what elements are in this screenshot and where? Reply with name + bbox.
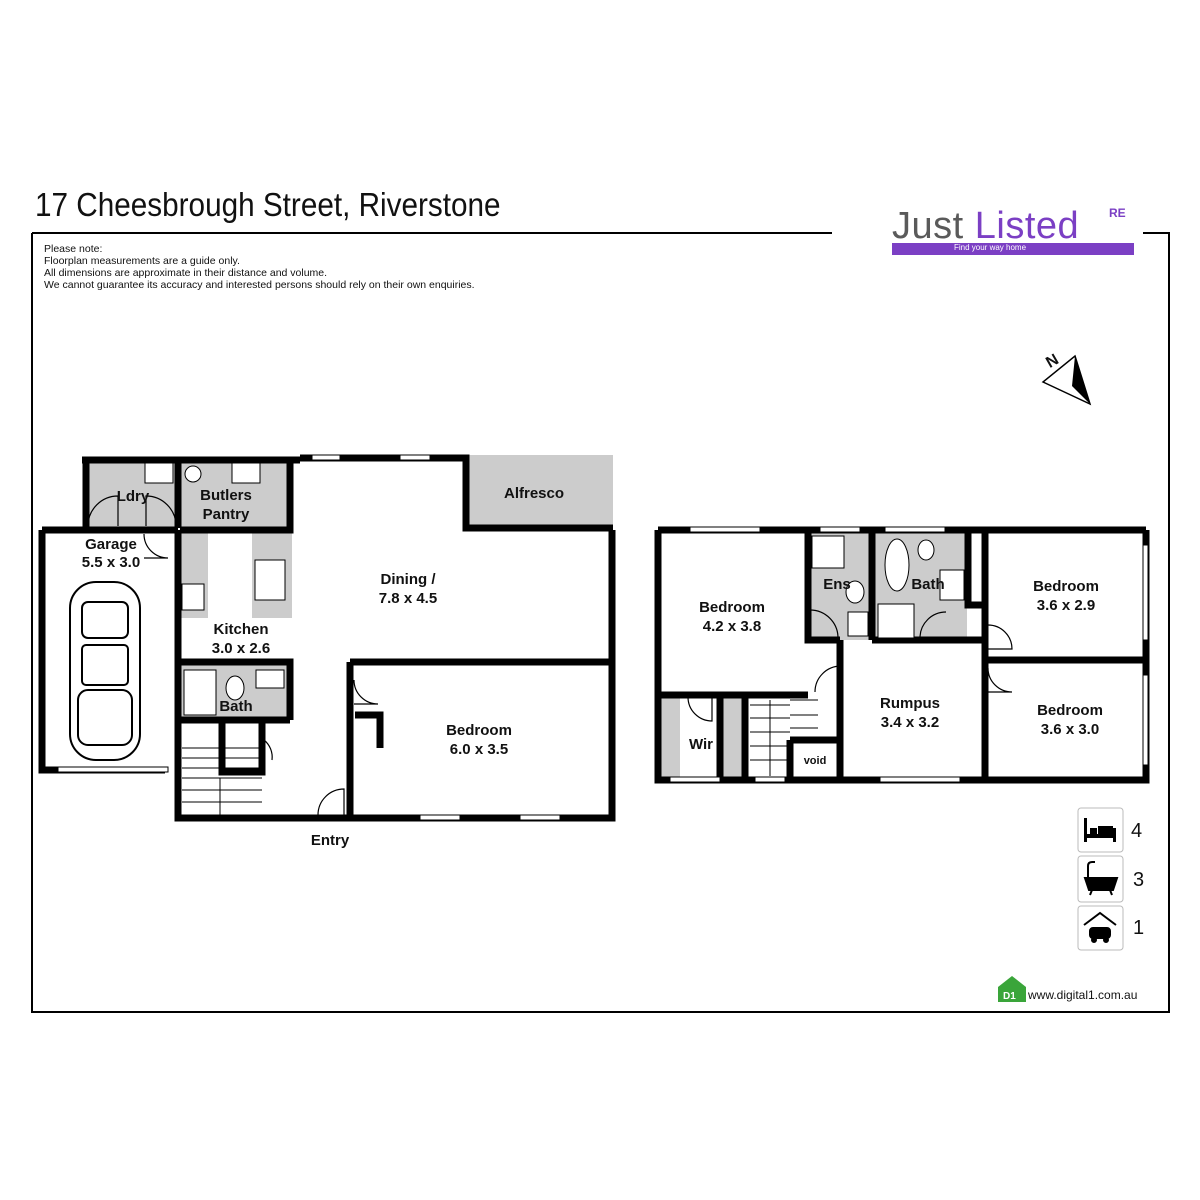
bedroom3-dimensions: 3.6 x 3.0 bbox=[1041, 721, 1099, 738]
bedroom2-label: Bedroom bbox=[1033, 578, 1099, 595]
car-icon bbox=[69, 581, 141, 761]
note-line: Floorplan measurements are a guide only. bbox=[44, 255, 240, 267]
bath-tub-icon bbox=[1083, 861, 1119, 896]
bedroom3-label: Bedroom bbox=[1037, 702, 1103, 719]
bathroom-count: 3 bbox=[1133, 869, 1145, 891]
bedroom1-dimensions: 4.2 x 3.8 bbox=[703, 618, 761, 635]
logo-wordmark: Just Listed bbox=[892, 205, 1079, 248]
first-doors bbox=[687, 609, 1013, 722]
first-windows bbox=[669, 526, 1149, 783]
rumpus-label: Rumpus bbox=[880, 695, 940, 712]
ground-fixtures bbox=[144, 462, 286, 716]
bed-icon bbox=[1084, 818, 1116, 842]
first-fixtures bbox=[811, 535, 965, 639]
wir-label: Wir bbox=[689, 736, 713, 753]
logo-word-listed: Listed bbox=[974, 205, 1080, 247]
compass-arrow-icon: N bbox=[1041, 351, 1092, 406]
feature-icons bbox=[1077, 807, 1124, 951]
garage-label: Garage bbox=[85, 536, 137, 553]
first-stairs bbox=[750, 699, 818, 776]
ground-stairs bbox=[182, 747, 262, 815]
bedroom-count: 4 bbox=[1131, 820, 1143, 842]
logo-tagline: Find your way home bbox=[954, 243, 1027, 252]
dining-dimensions: 7.8 x 4.5 bbox=[379, 590, 437, 607]
bedroom1-label: Bedroom bbox=[699, 599, 765, 616]
digital1-logo-icon: D1 bbox=[998, 976, 1026, 1002]
ldry-label: Ldry bbox=[117, 488, 150, 505]
ground-windows bbox=[57, 454, 561, 821]
page-frame bbox=[31, 232, 1170, 1013]
note-line: All dimensions are approximate in their … bbox=[44, 267, 328, 279]
property-address: 17 Cheesbrough Street, Riverstone bbox=[35, 186, 501, 223]
bedroom2-dimensions: 3.6 x 2.9 bbox=[1037, 597, 1095, 614]
entry-label: Entry bbox=[311, 832, 350, 849]
rumpus-dimensions: 3.4 x 3.2 bbox=[881, 714, 939, 731]
dining-label: Dining / bbox=[381, 571, 437, 588]
garage-car-icon bbox=[1083, 911, 1117, 943]
kitchen-dimensions: 3.0 x 2.6 bbox=[212, 640, 270, 657]
bedroom-dimensions: 6.0 x 3.5 bbox=[450, 741, 508, 758]
ground-doors bbox=[87, 495, 379, 816]
digital1-badge-text: D1 bbox=[1003, 991, 1016, 1002]
first-labels: Bedroom 4.2 x 3.8 Ens Bath Bedroom 3.6 x… bbox=[689, 576, 1103, 767]
bath-label-upper: Bath bbox=[911, 576, 944, 593]
ground-labels: Ldry Butlers Pantry Garage 5.5 x 3.0 Alf… bbox=[82, 485, 564, 849]
garage-dimensions: 5.5 x 3.0 bbox=[82, 554, 140, 571]
note-line: Please note: bbox=[44, 243, 103, 255]
just-listed-logo: Just Listed RE Find your way home bbox=[834, 203, 1134, 255]
logo-tagline-bar bbox=[892, 243, 1134, 255]
bath-label: Bath bbox=[219, 698, 252, 715]
pantry-label: Pantry bbox=[203, 506, 250, 523]
butlers-label: Butlers bbox=[200, 487, 252, 504]
first-floor: Bedroom 4.2 x 3.8 Ens Bath Bedroom 3.6 x… bbox=[654, 526, 1150, 784]
void-label: void bbox=[804, 755, 827, 767]
ens-label: Ens bbox=[823, 576, 851, 593]
garage-count: 1 bbox=[1133, 917, 1145, 939]
logo-re: RE bbox=[1109, 206, 1126, 220]
logo-word-just: Just bbox=[892, 205, 975, 247]
note-line: We cannot guarantee its accuracy and int… bbox=[44, 279, 475, 291]
alfresco-label: Alfresco bbox=[504, 485, 564, 502]
bedroom-label: Bedroom bbox=[446, 722, 512, 739]
kitchen-label: Kitchen bbox=[213, 621, 268, 638]
disclaimer-note: Please note: Floorplan measurements are … bbox=[44, 243, 475, 291]
website-link[interactable]: www.digital1.com.au bbox=[1028, 988, 1138, 1002]
ground-floor: Ldry Butlers Pantry Garage 5.5 x 3.0 Alf… bbox=[38, 454, 616, 849]
